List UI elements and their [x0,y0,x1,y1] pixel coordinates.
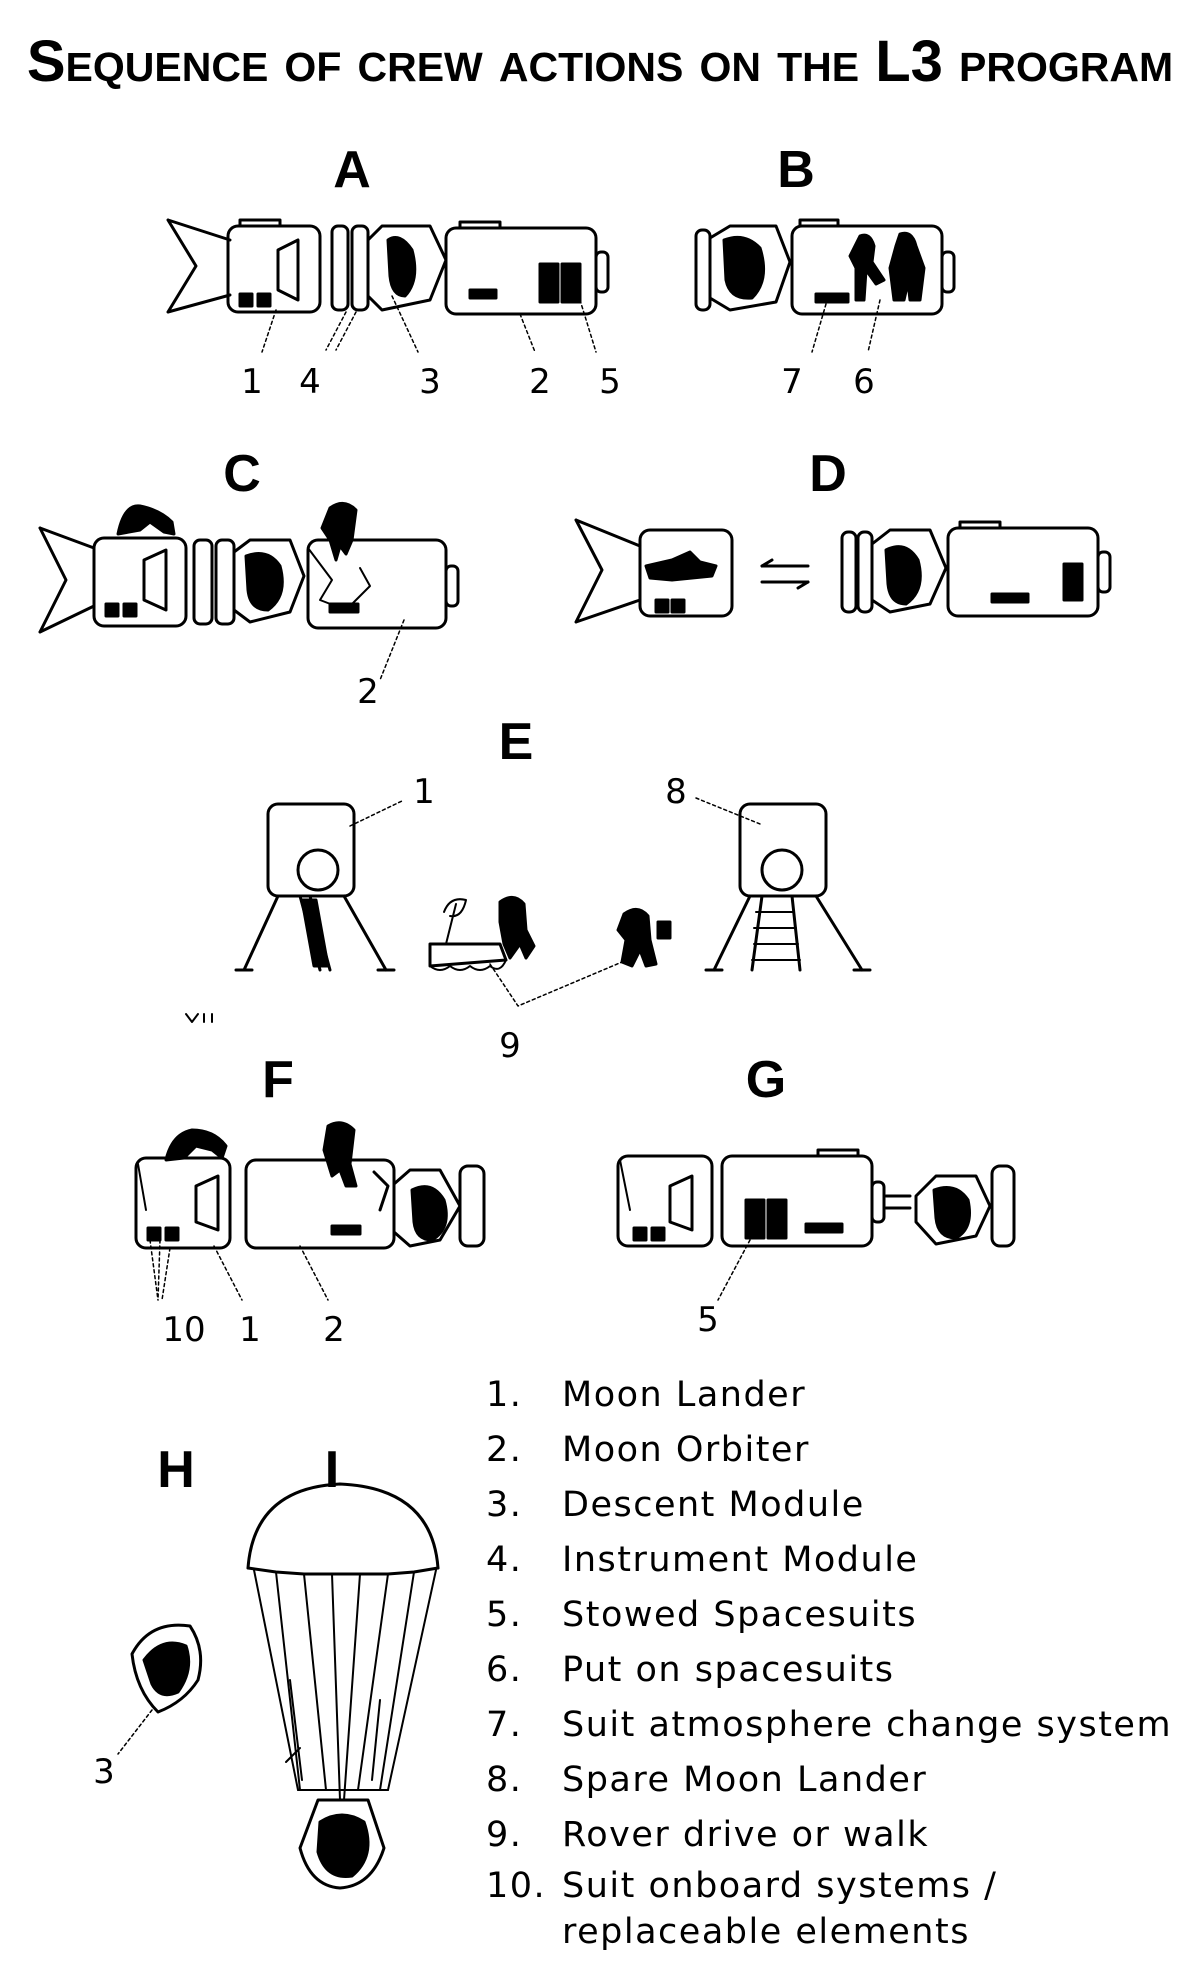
legend-number: 1. [486,1375,523,1415]
panel-label-a: A [333,141,371,199]
legend-number: 4. [486,1540,523,1580]
legend-number: 2. [486,1430,523,1470]
legend-number: 10. [486,1866,547,1906]
panel-c-spacecraft [38,502,460,681]
legend-text-continued: replaceable elements [562,1912,970,1952]
legend-item: 10. Suit onboard systems / replaceable ele… [486,1863,1172,1955]
panel-label-h: H [157,1441,195,1499]
legend-text: Spare Moon Lander [562,1760,928,1800]
legend-item: 8. Spare Moon Lander [486,1753,1172,1808]
legend-text: Moon Lander [562,1375,807,1415]
callout-e-9: 9 [499,1026,521,1066]
legend-number: 3. [486,1485,523,1525]
panel-label-g: G [745,1051,787,1109]
panel-g-spacecraft [616,1148,1016,1301]
panel-label-c: C [223,445,261,503]
legend-item: 9. Rover drive or walk [486,1808,1172,1863]
panel-h-descent-capsule [117,1623,203,1755]
callout-g-5: 5 [697,1300,719,1340]
legend-number: 5. [486,1595,523,1635]
callout-a-5: 5 [599,362,621,402]
panel-a-spacecraft [166,218,610,353]
panel-label-b: B [777,141,815,199]
callout-a-3: 3 [419,362,441,402]
panel-label-i: I [324,1441,340,1499]
diagram-title: Sequence of crew actions on the L3 progr… [26,29,1174,94]
legend-item: 2. Moon Orbiter [486,1423,1172,1478]
legend-text: Stowed Spacesuits [562,1595,918,1635]
legend-item: 6. Put on spacesuits [486,1643,1172,1698]
callout-a-2: 2 [529,362,551,402]
callout-e-1: 1 [413,772,435,812]
callout-a-4: 4 [299,362,321,402]
legend-item: 1. Moon Lander [486,1368,1172,1423]
legend-item: 7. Suit atmosphere change system [486,1698,1172,1753]
callout-e-8: 8 [665,772,687,812]
panel-label-e: E [498,713,534,771]
callout-c-2: 2 [357,672,379,712]
panel-label-d: D [809,445,847,503]
legend-text: Put on spacesuits [562,1650,895,1690]
legend-text: Rover drive or walk [562,1815,930,1855]
legend-item: 5. Stowed Spacesuits [486,1588,1172,1643]
legend-text: Moon Orbiter [562,1430,810,1470]
panel-f-spacecraft [134,1121,486,1301]
callout-f-2: 2 [323,1310,345,1350]
panel-i-parachute-descent [246,1482,440,1890]
callout-f-1: 1 [239,1310,261,1350]
panel-d-spacecraft [574,518,1112,624]
panel-e-surface-scene [185,797,872,1023]
callout-h-3: 3 [93,1752,115,1792]
callout-f-10: 10 [162,1310,206,1350]
legend-text: Instrument Module [562,1540,919,1580]
legend-number: 9. [486,1815,523,1855]
legend-item: 3. Descent Module [486,1478,1172,1533]
panel-label-f: F [262,1051,294,1109]
legend-number: 8. [486,1760,523,1800]
callout-b-7: 7 [781,362,803,402]
legend-text: Descent Module [562,1485,865,1525]
callout-a-1: 1 [241,362,263,402]
legend-item: 4. Instrument Module [486,1533,1172,1588]
legend-text: Suit onboard systems / [562,1866,998,1906]
legend-text: Suit atmosphere change system [562,1705,1173,1745]
legend-number: 6. [486,1650,523,1690]
legend: 1. Moon Lander 2. Moon Orbiter 3. Descent M… [486,1368,1172,1955]
legend-text-block: Suit onboard systems / replaceable elemen… [562,1863,997,1955]
legend-number: 7. [486,1705,523,1745]
callout-b-6: 6 [853,362,875,402]
panel-b-spacecraft [694,218,956,353]
